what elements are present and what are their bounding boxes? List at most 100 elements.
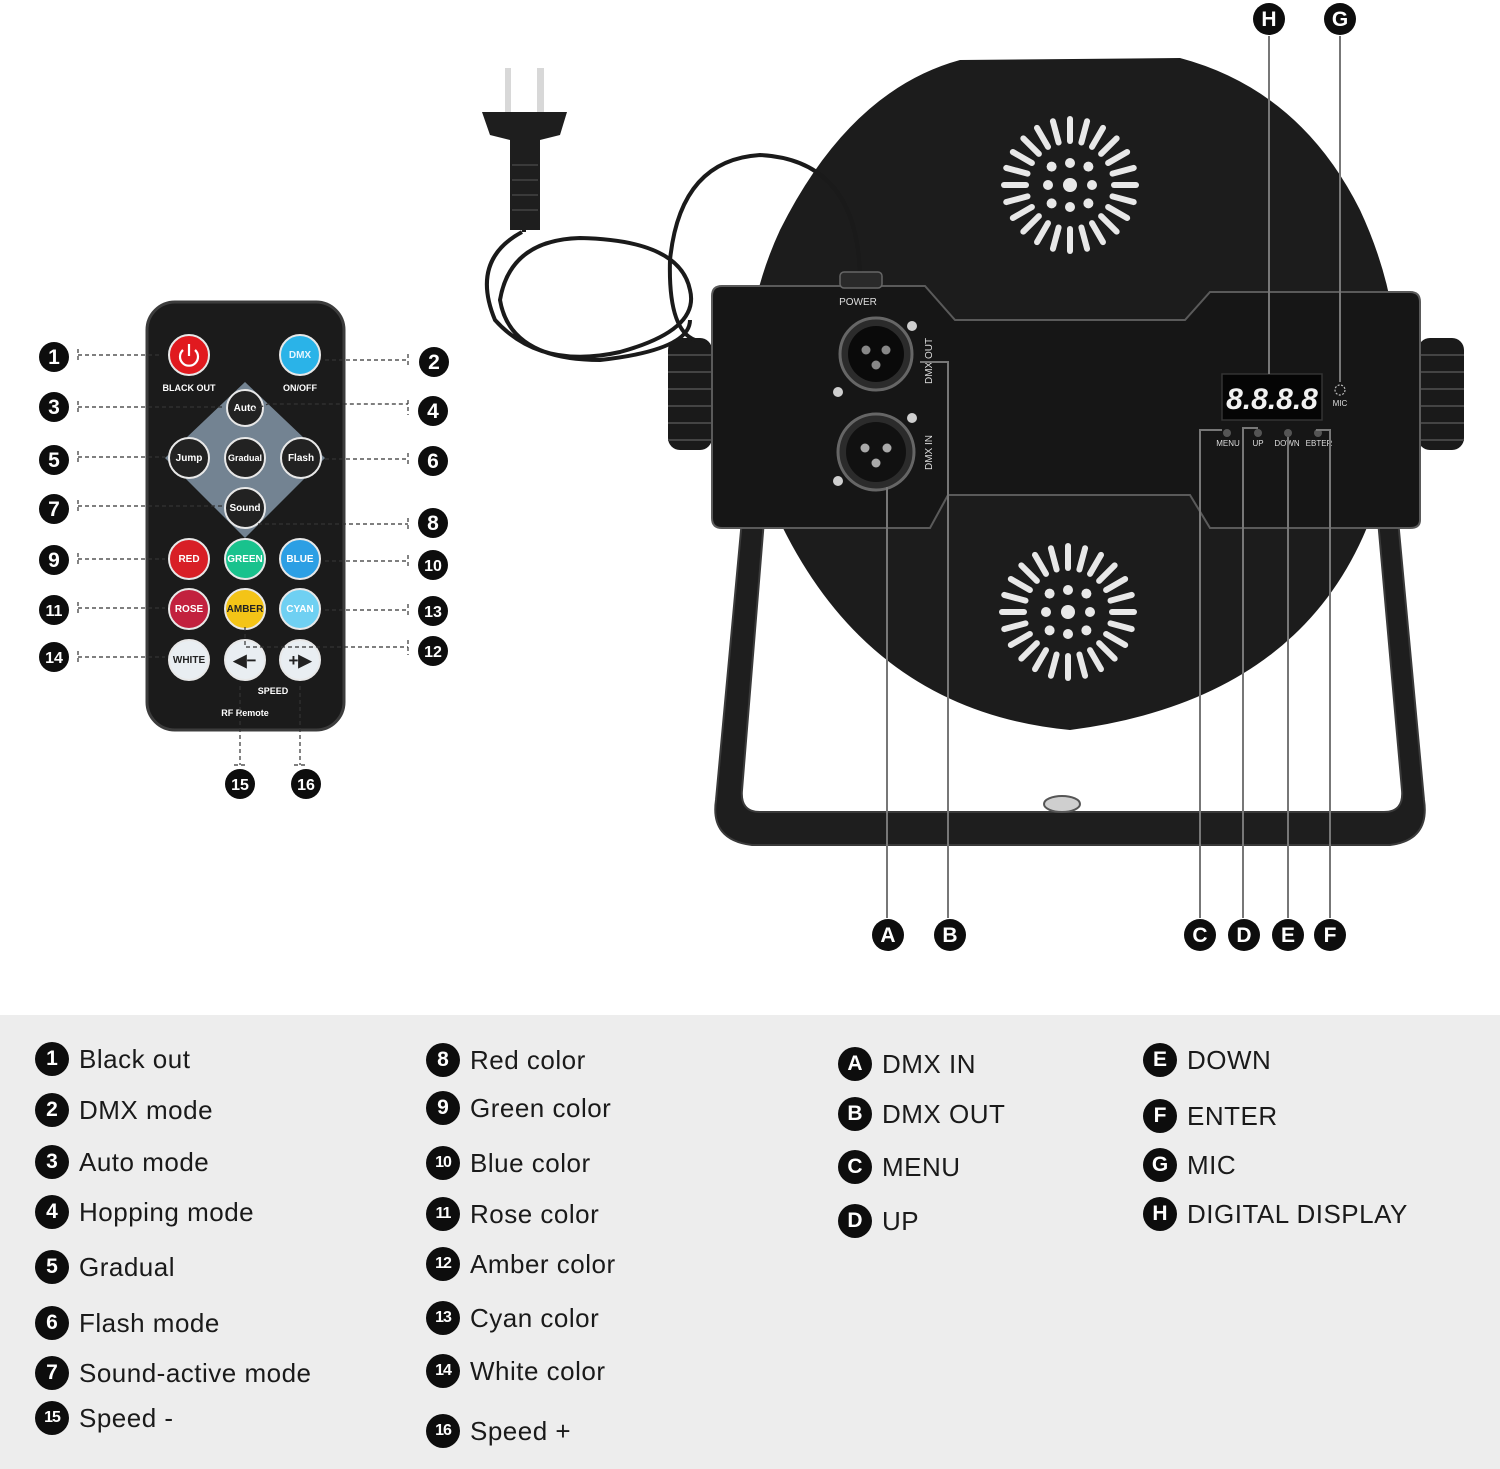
callout-a-badge: A (872, 919, 904, 951)
power-plug (482, 68, 567, 230)
dmx-caption: ON/OFF (283, 383, 317, 393)
svg-text:16: 16 (297, 777, 315, 794)
dmx-out-label: DMX OUT (924, 338, 935, 384)
legend-badge: F (1143, 1099, 1177, 1133)
remote-green-button[interactable]: GREEN (224, 538, 266, 580)
svg-text:D: D (1236, 924, 1251, 947)
svg-text:15: 15 (231, 777, 249, 794)
legend-text: Sound-active mode (79, 1357, 312, 1388)
legend-badge: 15 (35, 1401, 69, 1435)
callout-e-badge: E (1272, 919, 1304, 951)
remote-speed-down-button[interactable]: ◀− (224, 639, 266, 681)
remote-jump-label: Jump (176, 453, 203, 464)
remote-gradual-button[interactable]: Gradual (224, 437, 266, 479)
remote-speed-down-label: ◀− (232, 651, 256, 670)
dmx-in-connector (833, 412, 917, 492)
dmx-out-connector (833, 316, 917, 397)
callout-10-badge: 10 (418, 550, 448, 580)
vent-grille-top (1001, 116, 1139, 254)
legend-text: DMX mode (79, 1094, 214, 1125)
legend-badge: C (838, 1150, 872, 1184)
digital-display (1221, 373, 1323, 421)
legend-badge: D (838, 1204, 872, 1238)
legend-badge: B (838, 1097, 872, 1131)
enter-button-label: EBTER (1306, 439, 1333, 448)
mic-label: MIC (1333, 399, 1348, 408)
legend-text: Red color (470, 1044, 586, 1075)
legend-badge: 14 (426, 1354, 460, 1388)
remote-auto-button[interactable]: Auto (226, 389, 264, 427)
remote-flash-label: Flash (288, 453, 314, 464)
remote-rose-button[interactable]: ROSE (168, 588, 210, 630)
remote-speed-up-label: +▶ (288, 651, 312, 670)
svg-text:5: 5 (48, 449, 60, 472)
remote-flash-button[interactable]: Flash (280, 437, 322, 479)
legend-badge: G (1143, 1148, 1177, 1182)
legend-badge: 1 (35, 1042, 69, 1076)
callout-b-badge: B (934, 919, 966, 951)
callout-1-badge: 1 (39, 342, 69, 372)
left-knob (668, 338, 712, 450)
svg-text:F: F (1324, 924, 1337, 947)
blackout-caption: BLACK OUT (163, 383, 216, 393)
remote-white-label: WHITE (173, 655, 206, 666)
remote-red-button[interactable]: RED (168, 538, 210, 580)
svg-text:1: 1 (48, 346, 60, 369)
remote-blue-button[interactable]: BLUE (279, 538, 321, 580)
remote-cyan-label: CYAN (286, 604, 313, 615)
svg-text:3: 3 (48, 396, 60, 419)
remote-sound-button[interactable]: Sound (224, 487, 266, 529)
callout-12-badge: 12 (418, 636, 448, 666)
svg-text:10: 10 (424, 558, 442, 575)
legend-badge: 6 (35, 1306, 69, 1340)
callout-2-badge: 2 (419, 347, 449, 377)
svg-text:G: G (1332, 8, 1348, 31)
callout-8-badge: 8 (418, 508, 448, 538)
callout-14-badge: 14 (39, 642, 69, 672)
legend-text: Speed - (79, 1402, 174, 1433)
legend-badge: 7 (35, 1356, 69, 1390)
legend-badge: 8 (426, 1043, 460, 1077)
svg-text:7: 7 (48, 498, 60, 521)
remote-rose-label: ROSE (175, 604, 204, 615)
legend-item-15: 15 Speed - (35, 1398, 174, 1438)
remote-white-button[interactable]: WHITE (168, 639, 210, 681)
remote-amber-label: AMBER (227, 604, 264, 615)
remote-jump-button[interactable]: Jump (168, 437, 210, 479)
legend-badge: 13 (426, 1301, 460, 1335)
callout-11-badge: 11 (39, 595, 69, 625)
svg-text:A: A (880, 924, 895, 947)
callout-3-badge: 3 (39, 392, 69, 422)
panel-buttons (1223, 429, 1322, 437)
remote-dmx-button[interactable]: DMX (279, 334, 321, 376)
legend-text: Blue color (470, 1147, 591, 1178)
legend-text: ENTER (1187, 1100, 1278, 1131)
legend-badge: 4 (35, 1195, 69, 1229)
remote-red-label: RED (178, 554, 199, 565)
menu-button-label: MENU (1216, 439, 1240, 448)
legend-item-d: D UP (838, 1201, 919, 1241)
dmx-in-label: DMX IN (924, 435, 935, 470)
remote-amber-button[interactable]: AMBER (224, 588, 266, 630)
legend-text: Gradual (79, 1251, 175, 1282)
callout-f-badge: F (1314, 919, 1346, 951)
remote-speed-up-button[interactable]: +▶ (279, 639, 321, 681)
legend-badge: A (838, 1047, 872, 1081)
legend-text: UP (882, 1205, 920, 1236)
par-light-fixture: DMX OUT DMX IN POWER 8.8.8.8 MIC MENU UP… (482, 58, 1464, 846)
legend-badge: 3 (35, 1145, 69, 1179)
legend-text: Hopping mode (79, 1196, 255, 1227)
svg-text:B: B (942, 924, 957, 947)
remote-cyan-button[interactable]: CYAN (279, 588, 321, 630)
svg-text:6: 6 (427, 450, 439, 473)
